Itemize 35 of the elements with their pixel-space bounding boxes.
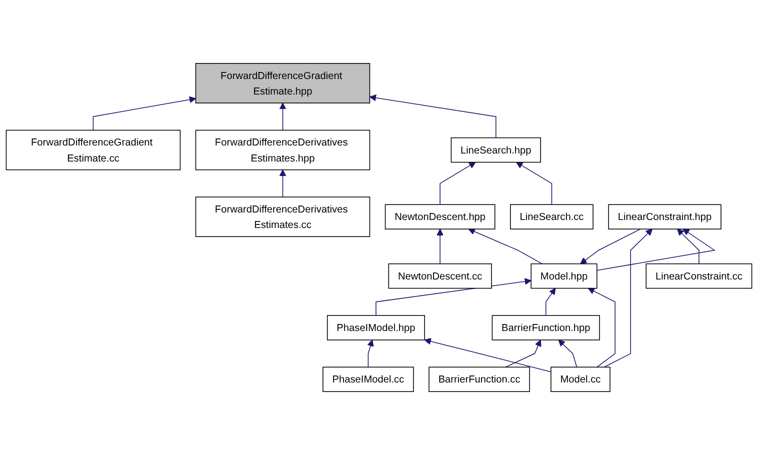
arrow	[424, 338, 552, 372]
node-box: ForwardDifferenceDerivatives Estimates.cc	[195, 196, 370, 238]
arrow	[588, 288, 616, 368]
node-box: LineSearch.hpp	[450, 137, 541, 163]
arrow	[92, 96, 196, 131]
arrow	[367, 340, 374, 368]
node-box: NewtonDescent.cc	[388, 263, 492, 289]
arrow	[468, 228, 543, 264]
arrow	[376, 278, 532, 316]
arrow	[677, 228, 700, 264]
arrow	[505, 340, 542, 368]
node-box: LinearConstraint.hpp	[608, 204, 722, 230]
node-box: ForwardDifferenceGradient Estimate.hpp	[195, 63, 370, 104]
arrow	[440, 162, 476, 205]
node-box: Model.hpp	[530, 263, 598, 289]
node-box: Model.cc	[550, 366, 610, 392]
arrow	[279, 170, 286, 198]
arrow	[545, 288, 556, 316]
node-box: PhaseIModel.cc	[322, 366, 414, 392]
arrow	[369, 94, 496, 138]
arrow	[436, 228, 444, 264]
node-box: ForwardDifferenceGradient Estimate.cc	[6, 130, 181, 170]
node-box: BarrierFunction.cc	[428, 366, 530, 392]
arrow	[516, 162, 552, 205]
node-box: NewtonDescent.hpp	[384, 204, 496, 230]
arrow	[604, 228, 653, 368]
arrow	[558, 340, 578, 368]
node-box: LineSearch.cc	[510, 204, 594, 230]
node-box: BarrierFunction.hpp	[492, 315, 600, 340]
arrow	[580, 228, 641, 264]
node-box: PhaseIModel.hpp	[326, 315, 425, 340]
node-box: LinearConstraint.cc	[646, 263, 752, 289]
arrow	[279, 102, 286, 131]
node-box: ForwardDifferenceDerivatives Estimates.hpp	[195, 130, 370, 170]
arrow	[596, 228, 716, 271]
